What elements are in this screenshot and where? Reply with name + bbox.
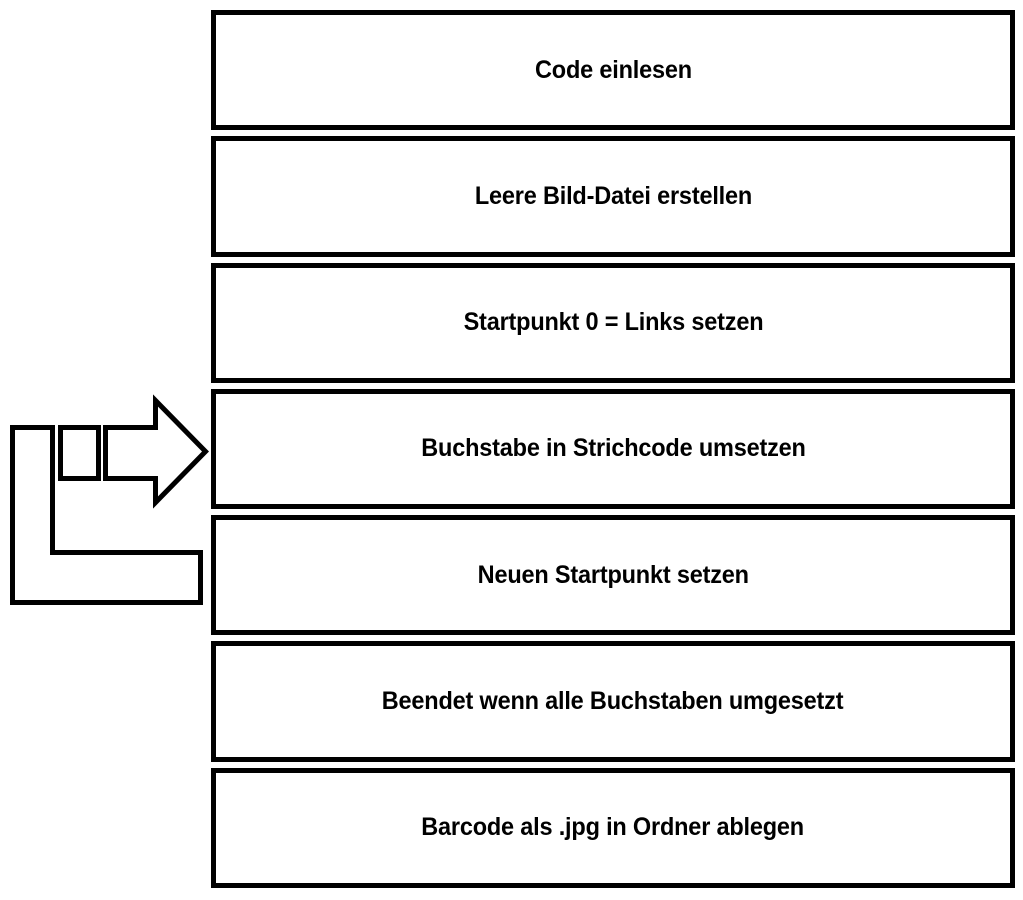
- process-step-7-label: Barcode als .jpg in Ordner ablegen: [421, 813, 805, 842]
- process-step-list: Code einlesen Leere Bild-Datei erstellen…: [211, 10, 1015, 888]
- loop-path-shape: [10, 425, 203, 605]
- process-step-5[interactable]: Neuen Startpunkt setzen: [211, 515, 1015, 636]
- process-step-2[interactable]: Leere Bild-Datei erstellen: [211, 136, 1015, 257]
- process-step-7[interactable]: Barcode als .jpg in Ordner ablegen: [211, 767, 1015, 888]
- process-step-1[interactable]: Code einlesen: [211, 10, 1015, 131]
- arrow-right-icon: [103, 394, 210, 509]
- process-step-4[interactable]: Buchstabe in Strichcode umsetzen: [211, 388, 1015, 510]
- loop-arrow-right-icon: [10, 394, 210, 605]
- process-step-4-label: Buchstabe in Strichcode umsetzen: [420, 434, 806, 463]
- process-step-3-label: Startpunkt 0 = Links setzen: [463, 308, 763, 337]
- loop-segment-shape: [58, 425, 101, 481]
- process-step-2-label: Leere Bild-Datei erstellen: [474, 181, 752, 210]
- loop-back-connector: [0, 380, 215, 620]
- process-step-3[interactable]: Startpunkt 0 = Links setzen: [211, 262, 1015, 383]
- process-step-6-label: Beendet wenn alle Buchstaben umgesetzt: [382, 687, 844, 716]
- process-step-5-label: Neuen Startpunkt setzen: [477, 560, 749, 589]
- process-step-6[interactable]: Beendet wenn alle Buchstaben umgesetzt: [211, 641, 1015, 762]
- process-step-1-label: Code einlesen: [534, 55, 692, 84]
